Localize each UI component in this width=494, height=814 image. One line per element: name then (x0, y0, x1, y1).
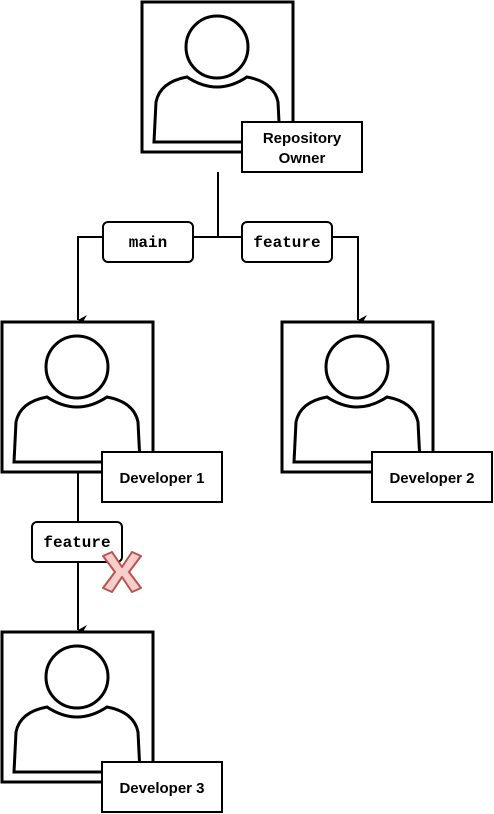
developer-1-node: Developer 1 (0, 320, 223, 503)
developer-2-node: Developer 2 (280, 320, 493, 503)
developer-2-label: Developer 2 (389, 470, 474, 487)
branch-label-feature-dev2-text: feature (253, 234, 320, 252)
blocked-x-icon (102, 551, 142, 593)
branch-label-main-text: main (129, 234, 167, 252)
developer-3-label: Developer 3 (119, 780, 204, 797)
developer-1-label: Developer 1 (119, 470, 204, 487)
repository-owner-node: Repository Owner (140, 0, 363, 173)
developer-1-label-box (101, 451, 223, 503)
owner-label-line1: Repository (263, 130, 342, 147)
developer-3-label-box (101, 761, 223, 813)
branch-label-feature-dev3: feature (31, 521, 123, 563)
owner-label-line2: Owner (279, 150, 326, 167)
owner-label-box (241, 121, 363, 173)
branch-label-main: main (102, 221, 194, 263)
branch-label-feature-dev3-text: feature (43, 534, 110, 552)
developer-3-node: Developer 3 (0, 630, 223, 813)
developer-2-label-box (371, 451, 493, 503)
branch-label-feature-dev2: feature (241, 221, 333, 263)
